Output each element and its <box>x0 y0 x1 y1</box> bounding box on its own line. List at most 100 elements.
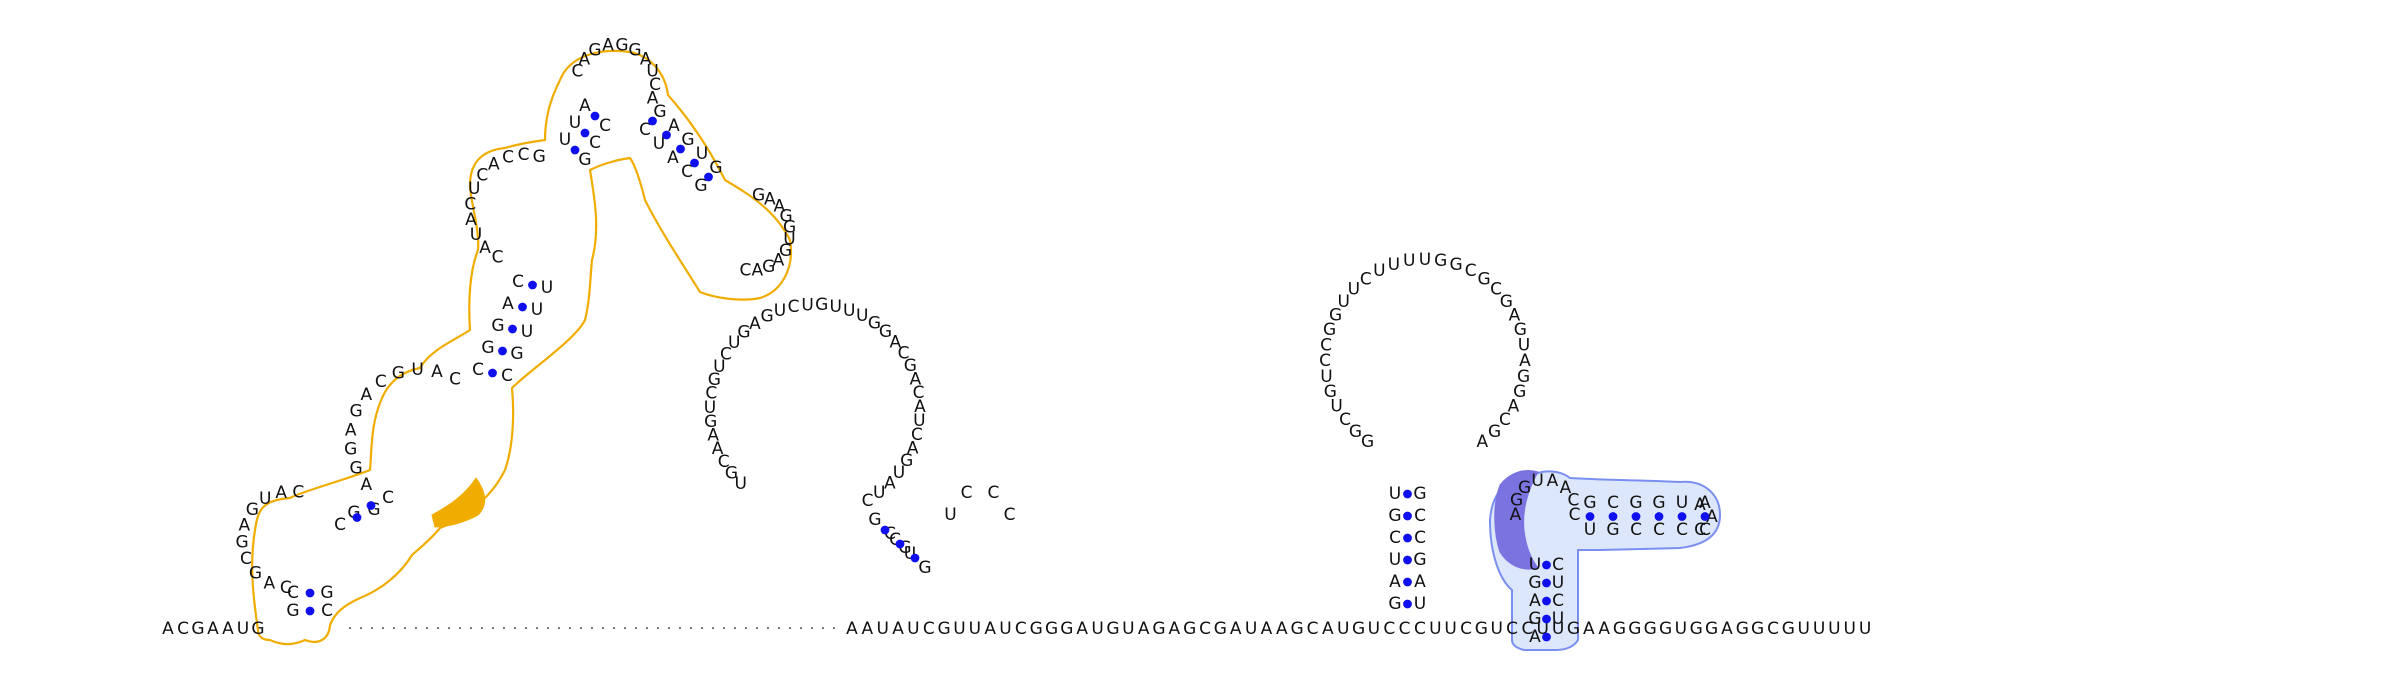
nucleotide: G <box>1214 619 1227 639</box>
nucleotide: U <box>1373 261 1385 281</box>
nucleotide: G <box>752 186 765 206</box>
nucleotide: G <box>1528 609 1541 629</box>
nucleotide: U <box>1828 619 1840 639</box>
nucleotide: C <box>1699 520 1711 540</box>
nucleotide: A <box>238 515 250 535</box>
nucleotide: G <box>1349 422 1362 442</box>
unpaired-dot: · <box>579 621 583 637</box>
nucleotide: U <box>521 322 533 342</box>
unpaired-dot: · <box>469 621 473 637</box>
nucleotide: G <box>1514 320 1527 340</box>
nucleotide: A <box>207 619 219 639</box>
nucleotide: C <box>375 372 387 392</box>
nucleotide: U <box>713 357 725 377</box>
nucleotide: C <box>1490 280 1502 300</box>
nucleotide: C <box>913 383 925 403</box>
unpaired-dot: · <box>557 621 561 637</box>
base-pair-dot <box>704 172 713 182</box>
unpaired-dot: · <box>480 621 484 637</box>
nucleotide: G <box>588 40 601 60</box>
nucleotide: U <box>1444 619 1456 639</box>
nucleotide: A <box>1694 495 1706 515</box>
nucleotide: C <box>718 452 730 472</box>
nucleotide: G <box>1567 619 1580 639</box>
nucleotide: G <box>1659 619 1672 639</box>
highlight-regions <box>251 49 1722 651</box>
nucleotide: G <box>246 500 259 520</box>
nucleotide: U <box>728 333 740 353</box>
nucleotide: U <box>237 619 249 639</box>
nucleotide: G <box>815 295 828 315</box>
nucleotide: A <box>1510 505 1522 525</box>
nucleotide: A <box>749 314 761 334</box>
nucleotide: G <box>653 102 666 122</box>
nucleotide: A <box>668 116 680 136</box>
nucleotide: G <box>918 558 931 578</box>
base-pair-dot <box>1403 533 1412 543</box>
nucleotide: U <box>559 130 571 150</box>
nucleotide: C <box>1360 269 1372 289</box>
nucleotide: U <box>843 301 855 321</box>
unpaired-dot: · <box>821 621 825 637</box>
nucleotide: A <box>502 294 514 314</box>
unpaired-dot: · <box>678 621 682 637</box>
nucleotide: G <box>868 313 881 333</box>
nucleotide: G <box>1323 320 1336 340</box>
nucleotide: A <box>892 619 904 639</box>
unpaired-dot: · <box>590 621 594 637</box>
nucleotide: C <box>571 61 583 81</box>
nucleotide: A <box>764 189 776 209</box>
nucleotide: C <box>1552 555 1564 575</box>
unpaired-dot: · <box>766 621 770 637</box>
nucleotide: G <box>1513 382 1526 402</box>
nucleotide: C <box>1339 410 1351 430</box>
nucleotide: A <box>712 439 724 459</box>
base-pair-dot <box>580 128 590 138</box>
highlight-orange-region <box>251 49 793 646</box>
nucleotide: C <box>1004 505 1016 525</box>
base-pair-dot <box>1542 596 1551 606</box>
base-pair-dot <box>1403 489 1412 499</box>
unpaired-dot: · <box>392 621 396 637</box>
nucleotide: G <box>1629 493 1642 513</box>
base-pair-dot <box>1608 512 1618 521</box>
nucleotide: A <box>1169 619 1181 639</box>
base-pair-dot <box>1631 512 1641 521</box>
nucleotide: U <box>1552 619 1564 639</box>
nucleotide: G <box>320 583 333 603</box>
nucleotide: G <box>709 158 722 178</box>
nucleotide: U <box>704 398 716 418</box>
unpaired-dot: · <box>777 621 781 637</box>
nucleotide: G <box>1583 493 1596 513</box>
nucleotide: A <box>910 369 922 389</box>
nucleotide: C <box>988 483 1000 503</box>
nucleotide: U <box>1389 550 1401 570</box>
nucleotide: U <box>1584 520 1596 540</box>
nucleotide: G <box>1045 619 1058 639</box>
nucleotide: C <box>1552 591 1564 611</box>
nucleotide: U <box>1419 250 1431 270</box>
base-pair-dot <box>590 111 600 121</box>
base-pair-dot <box>305 606 315 616</box>
unpaired-dot: · <box>436 621 440 637</box>
nucleotide: C <box>292 483 304 503</box>
nucleotide: U <box>1320 367 1332 387</box>
nucleotide: A <box>275 483 287 503</box>
nucleotide: A <box>914 397 926 417</box>
base-pair-dot <box>676 144 685 154</box>
unpaired-dot: · <box>612 621 616 637</box>
unpaired-dot: · <box>359 621 363 637</box>
nucleotide: U <box>1813 619 1825 639</box>
unpaired-dot: · <box>546 621 550 637</box>
nucleotide: C <box>1389 528 1401 548</box>
unpaired-dot: · <box>645 621 649 637</box>
nucleotide: A <box>884 474 896 494</box>
nucleotide: A <box>1477 432 1489 452</box>
nucleotide: G <box>725 464 738 484</box>
nucleotide: G <box>737 323 750 343</box>
base-pair-layer <box>305 111 1710 642</box>
nucleotide: C <box>1521 619 1533 639</box>
nucleotide: A <box>1414 572 1426 592</box>
nucleotide: C <box>1694 520 1706 540</box>
